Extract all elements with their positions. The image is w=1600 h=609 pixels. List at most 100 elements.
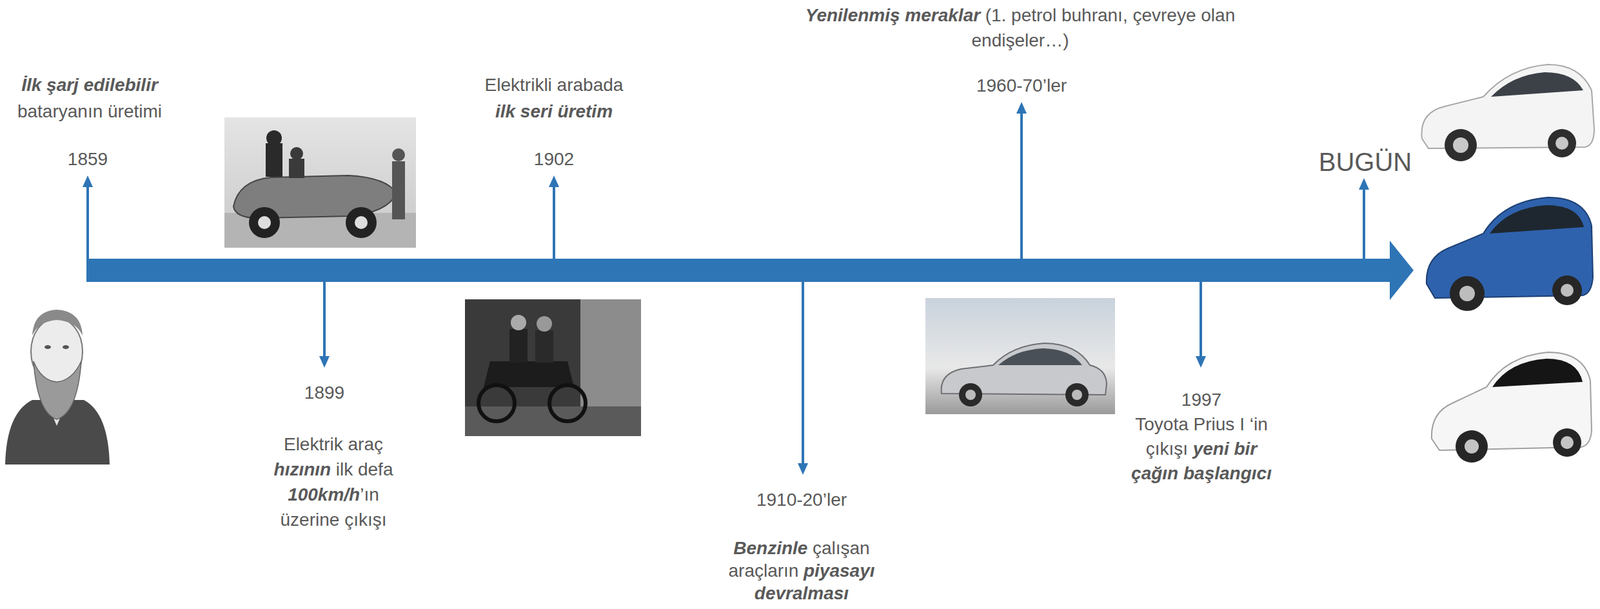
text-line: 1902 <box>533 147 574 172</box>
text-line: ilk seri üretim <box>484 98 624 125</box>
wheel <box>958 383 983 407</box>
timeline-text: 1859 <box>67 147 108 172</box>
wheel <box>1065 383 1089 407</box>
man <box>535 330 554 363</box>
text-line: bataryanın üretimi <box>17 98 162 125</box>
emphasis-text: İlk şarj edilebilir <box>21 74 159 95</box>
emphasis-text: hızının <box>274 459 332 480</box>
emphasis-text: devralması <box>754 582 849 603</box>
timeline-bar <box>86 258 1392 282</box>
text-line: 1899 <box>304 380 345 405</box>
tick-arrowhead <box>1016 101 1027 114</box>
label-text: Toyota Prius I ‘in <box>1135 414 1268 435</box>
emphasis-text: Yenilenmiş meraklar <box>805 5 981 26</box>
hub <box>1555 136 1569 150</box>
tick-line <box>323 281 326 359</box>
driver <box>265 143 283 177</box>
tick-line <box>86 184 89 259</box>
photo-early-car <box>464 299 642 436</box>
label-text: 1997 <box>1181 389 1222 410</box>
man-head <box>536 316 553 332</box>
text-line: hızınınilk defa <box>274 456 394 482</box>
label-text: üzerine çıkışı <box>280 509 387 530</box>
timeline-text: BUGÜN <box>1318 147 1412 177</box>
label-text: Elektrikli arabada <box>484 74 624 95</box>
tick-line <box>1020 110 1023 259</box>
car-windows <box>1491 72 1584 97</box>
tick-arrowhead <box>82 175 93 188</box>
text-line: çıkışıyeni bir <box>1131 436 1272 462</box>
wheel <box>1547 128 1577 158</box>
text-line: BUGÜN <box>1318 147 1412 177</box>
text-line: devralması <box>728 581 875 605</box>
timeline-text: 1960-70’ler <box>976 73 1067 99</box>
car-white-sedan <box>1421 64 1595 162</box>
wheel <box>345 207 377 238</box>
emphasis-text: piyasayı <box>803 560 876 581</box>
bystander <box>392 161 405 220</box>
tick-line <box>1199 281 1203 359</box>
wheel <box>549 385 586 422</box>
hub <box>1452 137 1469 153</box>
beard <box>33 361 82 420</box>
eye <box>44 345 51 349</box>
wheel <box>1444 128 1477 162</box>
label-text: ’ın <box>359 484 380 505</box>
hub <box>1071 389 1083 400</box>
photo-prius <box>925 297 1116 415</box>
wheel <box>1552 275 1582 306</box>
text-line: Yenilenmiş meraklar(1. petrol buhranı, ç… <box>805 2 1235 28</box>
tick-arrowhead <box>1358 177 1370 190</box>
text-line: İlk şarj edilebilir <box>17 71 162 99</box>
timeline-arrowhead <box>1389 240 1414 300</box>
tick-arrowhead <box>1195 355 1206 368</box>
text-line: 1859 <box>67 147 108 172</box>
label-text: çalışan <box>812 537 870 558</box>
hub <box>1464 439 1479 454</box>
hub <box>1560 435 1574 449</box>
car-body <box>483 361 574 387</box>
wheel <box>1552 428 1582 457</box>
car-windows <box>1489 205 1584 234</box>
sedan-windows <box>998 348 1083 366</box>
text-line: 1960-70’ler <box>976 73 1067 99</box>
label-text: (1. petrol buhranı, çevreye olan <box>985 5 1236 26</box>
label-text: 1902 <box>533 148 574 169</box>
label-text: endişeler…) <box>971 30 1070 51</box>
emphasis-text: çağın başlangıcı <box>1131 463 1272 484</box>
label-text: 1960-70’ler <box>976 75 1067 96</box>
car-white-hatchback <box>1431 352 1592 463</box>
timeline-text: Benzinleçalışanaraçlarınpiyasayıdevralma… <box>728 536 875 605</box>
eye <box>62 345 70 349</box>
timeline-text: İlk şarj edilebilir bataryanın üretimi <box>17 71 162 125</box>
timeline-text: Elektrik araçhızınınilk defa100km/h’ın üz… <box>274 431 394 533</box>
text-line: çağın başlangıcı <box>1131 461 1272 486</box>
tick-line <box>801 281 805 466</box>
photo-frame <box>464 299 642 436</box>
tick-arrowhead <box>797 463 809 475</box>
hub <box>965 389 976 400</box>
label-text: 1910-20’ler <box>756 489 847 510</box>
wheel <box>1449 276 1485 311</box>
tick-line <box>1362 187 1366 259</box>
bystander-head <box>392 148 405 162</box>
label-text: bataryanın üretimi <box>17 101 162 122</box>
driver-head <box>266 130 282 146</box>
timeline-text: 1902 <box>533 147 574 172</box>
text-line: araçlarınpiyasayı <box>728 559 875 582</box>
text-line: 1997 <box>1131 387 1272 413</box>
emphasis-text: 100km/h <box>287 484 360 505</box>
label-text: araçların <box>728 560 799 581</box>
man <box>509 328 528 363</box>
hub <box>1560 283 1574 297</box>
wheel <box>478 385 515 422</box>
tick-arrowhead <box>319 355 330 368</box>
wheel <box>248 207 280 238</box>
text-line: üzerine çıkışı <box>274 506 394 533</box>
label-text: Elektrik araç <box>283 434 384 455</box>
text-line: 1910-20’ler <box>756 487 847 513</box>
photo-record-car <box>224 117 416 248</box>
emphasis-text: Benzinle <box>733 537 808 558</box>
tick-line <box>552 184 556 259</box>
